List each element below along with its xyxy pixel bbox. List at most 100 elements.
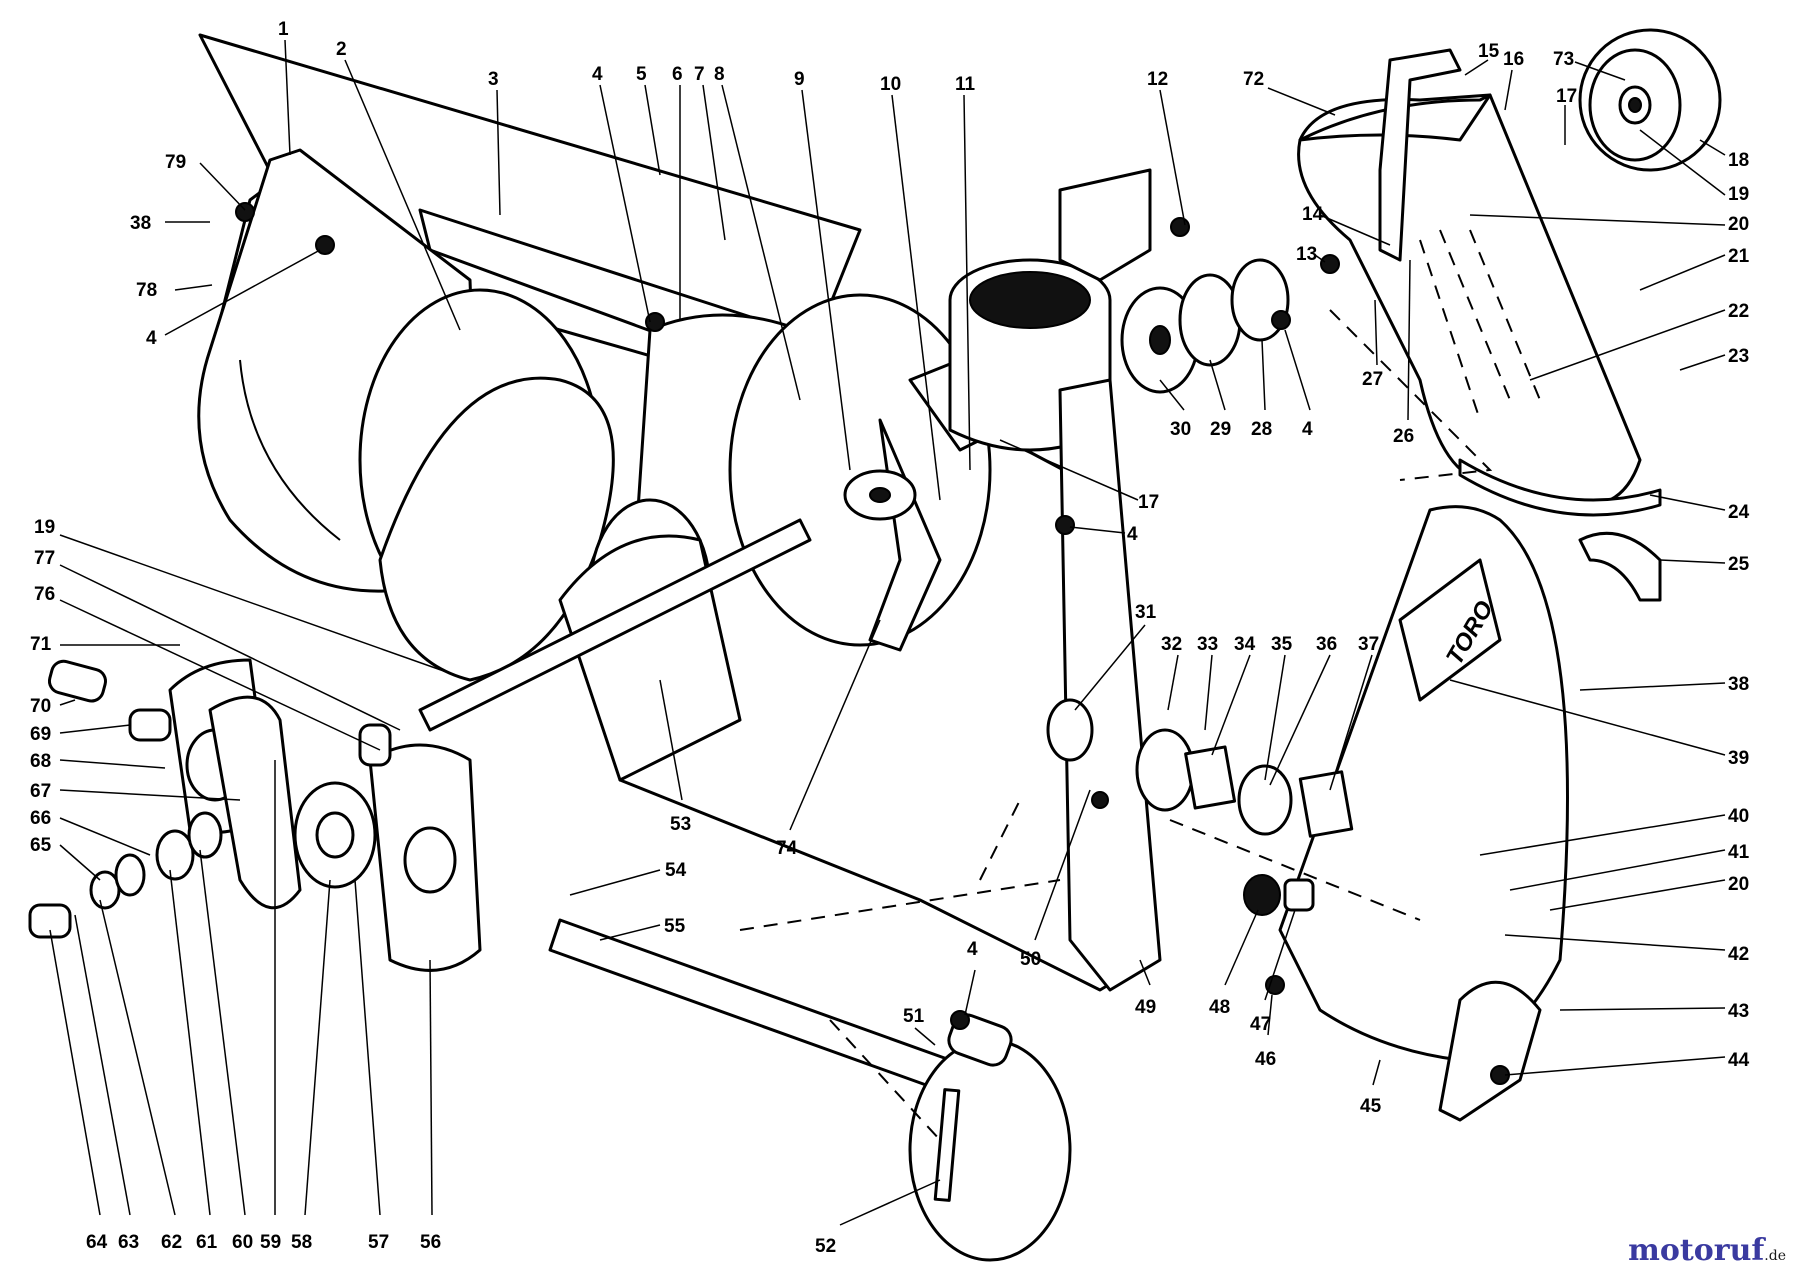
callout-77: 77	[34, 548, 55, 569]
callout-19-left: 19	[34, 517, 55, 538]
callout-17-top: 17	[1556, 86, 1577, 107]
callout-4-bottom: 4	[967, 939, 978, 960]
callout-34: 34	[1234, 634, 1256, 655]
callout-42: 42	[1728, 944, 1749, 965]
callout-65: 65	[30, 835, 52, 856]
callout-47: 47	[1250, 1014, 1271, 1035]
chute-mount-plate	[1058, 168, 1152, 282]
callout-20-right: 20	[1728, 874, 1749, 895]
callout-56: 56	[420, 1232, 441, 1253]
callout-68: 68	[30, 751, 51, 772]
callout-15: 15	[1478, 41, 1500, 62]
callout-36: 36	[1316, 634, 1337, 655]
auger	[358, 288, 742, 782]
callout-3: 3	[488, 69, 499, 90]
callout-4: 4	[592, 64, 603, 85]
drive-chain	[208, 695, 302, 910]
callout-4-left: 4	[146, 328, 157, 349]
callout-13: 13	[1296, 244, 1317, 265]
callout-10: 10	[880, 74, 901, 95]
callout-14: 14	[1302, 204, 1324, 225]
callouts: 1 2 3 4 5 6 7 8 9 10 11 12 72 15 16 73 1…	[30, 19, 1750, 1257]
callout-50: 50	[1020, 949, 1041, 970]
callout-37: 37	[1358, 634, 1379, 655]
callout-66: 66	[30, 808, 51, 829]
right-bearing-stack	[1046, 698, 1354, 916]
callout-45: 45	[1360, 1096, 1382, 1117]
callout-69: 69	[30, 724, 51, 745]
callout-24: 24	[1728, 502, 1750, 523]
callout-26: 26	[1393, 426, 1414, 447]
callout-29: 29	[1210, 419, 1231, 440]
right-side-plate	[1058, 378, 1162, 992]
callout-33: 33	[1197, 634, 1218, 655]
callout-48: 48	[1209, 997, 1230, 1018]
callout-23: 23	[1728, 346, 1749, 367]
pulley	[1578, 28, 1722, 172]
callout-4-mid2: 4	[1127, 524, 1138, 545]
callout-71: 71	[30, 634, 52, 655]
callout-41: 41	[1728, 842, 1750, 863]
callout-53: 53	[670, 814, 691, 835]
callout-4-mid: 4	[1302, 419, 1313, 440]
watermark: motoruf.de	[1628, 1233, 1786, 1268]
callout-16: 16	[1503, 49, 1524, 70]
callout-19-top: 19	[1728, 184, 1749, 205]
gearbox-right	[368, 743, 482, 972]
callout-2: 2	[336, 39, 347, 60]
callout-46: 46	[1255, 1049, 1276, 1070]
chute-clamp	[1578, 531, 1662, 602]
callout-58: 58	[291, 1232, 312, 1253]
skid-shoe	[1438, 980, 1542, 1122]
callout-52: 52	[815, 1236, 836, 1257]
callout-21: 21	[1728, 246, 1750, 267]
callout-67: 67	[30, 781, 51, 802]
callout-49: 49	[1135, 997, 1156, 1018]
callout-9: 9	[794, 69, 805, 90]
callout-55: 55	[664, 916, 686, 937]
fasteners	[235, 202, 1510, 1085]
watermark-tld: .de	[1764, 1248, 1786, 1264]
callout-63: 63	[118, 1232, 139, 1253]
scraper-wheel	[908, 1013, 1072, 1262]
callout-38-right: 38	[1728, 674, 1749, 695]
assembly-guide-lines	[739, 309, 1493, 1141]
main-shaft	[418, 518, 952, 1092]
callout-25: 25	[1728, 554, 1750, 575]
chute-ring-gear	[1458, 458, 1662, 517]
callout-38-left: 38	[130, 213, 151, 234]
callout-12: 12	[1147, 69, 1168, 90]
left-bushings	[28, 659, 392, 939]
callout-6: 6	[672, 64, 683, 85]
watermark-brand: motoruf	[1628, 1233, 1765, 1268]
bearing-flange-group	[1120, 258, 1290, 394]
callout-54: 54	[665, 860, 687, 881]
callout-74: 74	[776, 838, 798, 859]
callout-1: 1	[278, 19, 289, 40]
callout-72: 72	[1243, 69, 1264, 90]
callout-76: 76	[34, 584, 55, 605]
callout-7: 7	[694, 64, 705, 85]
left-plate-edge	[239, 359, 341, 541]
callout-61: 61	[196, 1232, 218, 1253]
callout-62: 62	[161, 1232, 182, 1253]
callout-18: 18	[1728, 150, 1749, 171]
callout-43: 43	[1728, 1001, 1749, 1022]
callout-51: 51	[903, 1006, 925, 1027]
callout-11: 11	[955, 74, 976, 95]
callout-30: 30	[1170, 419, 1191, 440]
callout-17-mid: 17	[1138, 492, 1159, 513]
callout-40: 40	[1728, 806, 1749, 827]
callout-70: 70	[30, 696, 51, 717]
callout-78: 78	[136, 280, 157, 301]
callout-28: 28	[1251, 419, 1272, 440]
callout-59: 59	[260, 1232, 281, 1253]
callout-20-top: 20	[1728, 214, 1749, 235]
sprocket	[293, 781, 377, 889]
callout-8: 8	[714, 64, 725, 85]
callout-73: 73	[1553, 49, 1574, 70]
callout-79: 79	[165, 152, 186, 173]
callout-39: 39	[1728, 748, 1749, 769]
callout-22: 22	[1728, 301, 1749, 322]
